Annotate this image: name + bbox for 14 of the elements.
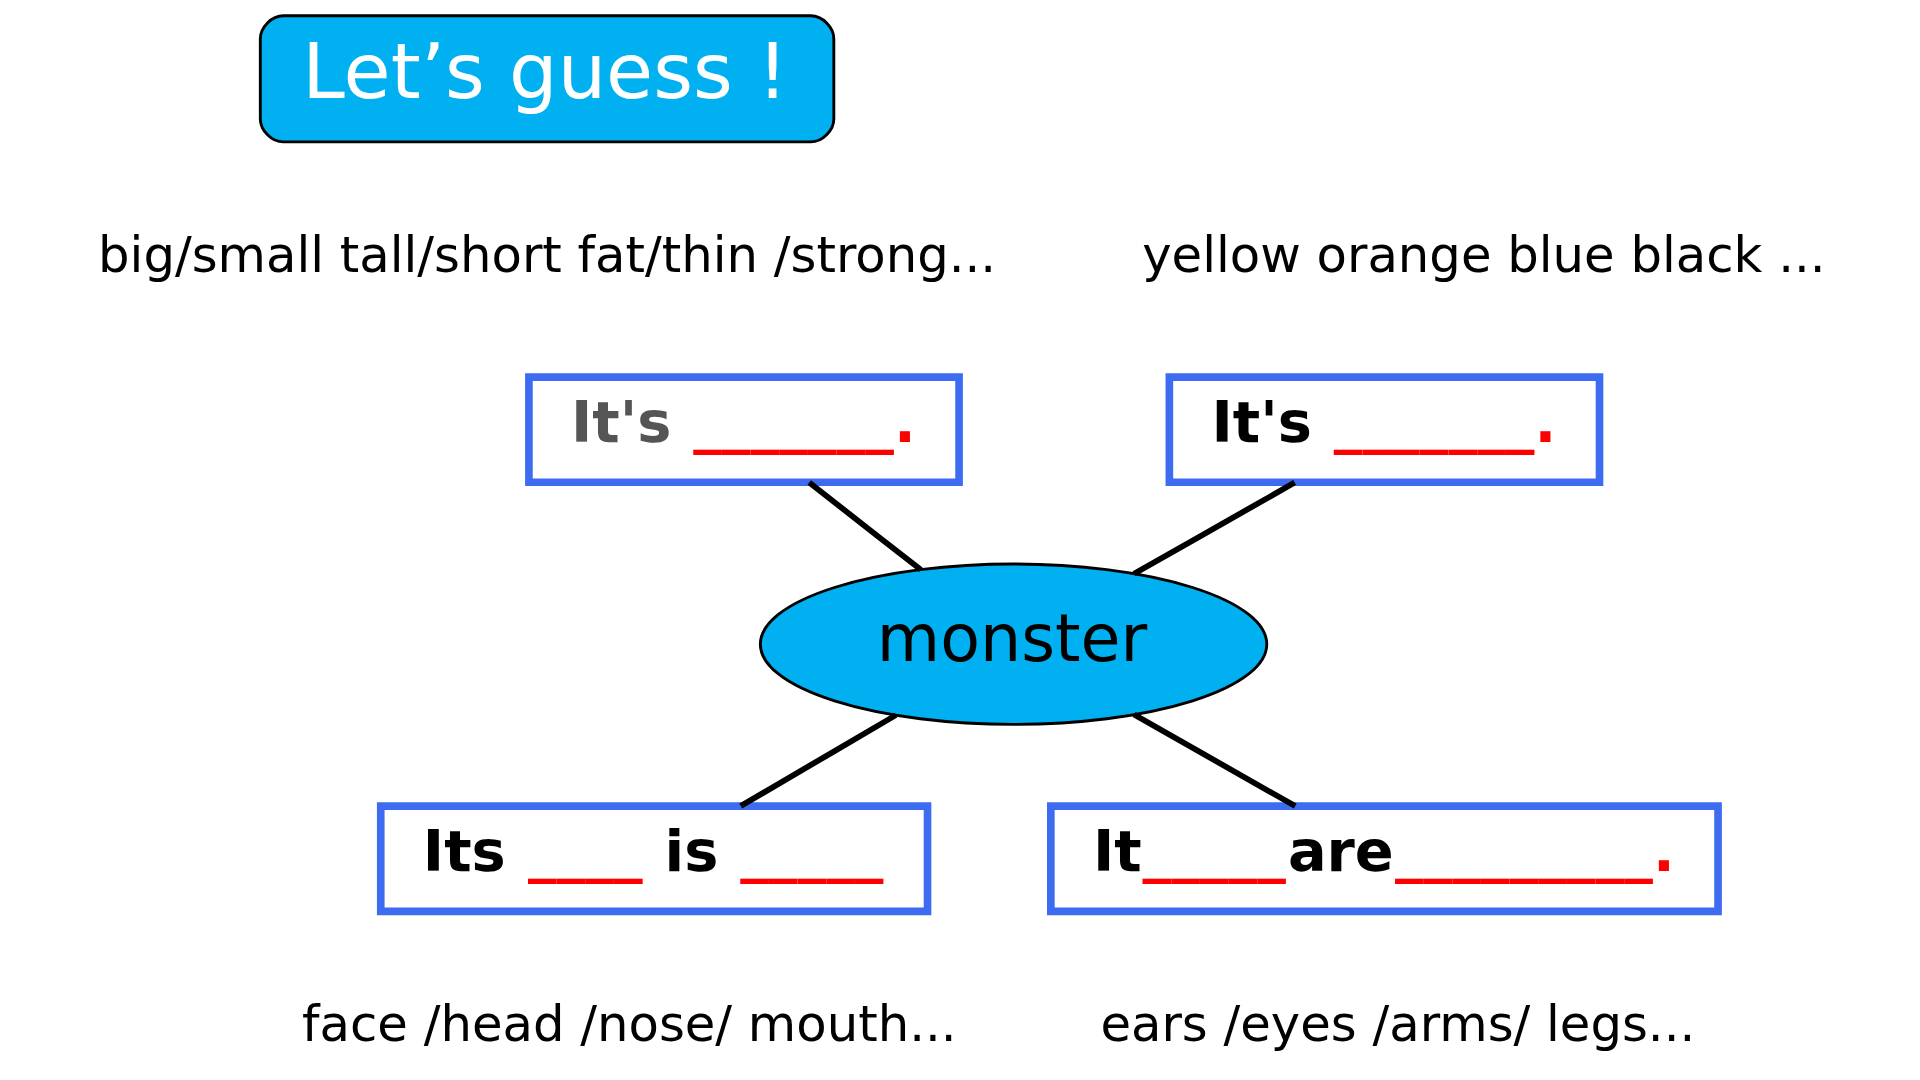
label: ears /eyes /arms/ legs... bbox=[1099, 994, 1695, 1053]
node-box: It's _______. bbox=[524, 373, 963, 487]
node-box: It's _______. bbox=[1165, 373, 1603, 487]
connector bbox=[1132, 712, 1297, 809]
node-box: Its ____ is _____ bbox=[376, 802, 931, 916]
connector bbox=[1132, 480, 1296, 577]
node-ellipse: monster bbox=[758, 562, 1268, 726]
connector bbox=[806, 480, 923, 573]
node-box: It_____are_________. bbox=[1046, 802, 1722, 916]
label: big/small tall/short fat/thin /strong... bbox=[97, 225, 996, 284]
node-box: Let’s guess ! bbox=[258, 14, 835, 144]
label: yellow orange blue black ... bbox=[1141, 225, 1826, 284]
connector bbox=[738, 712, 897, 809]
label: face /head /nose/ mouth... bbox=[301, 994, 957, 1053]
